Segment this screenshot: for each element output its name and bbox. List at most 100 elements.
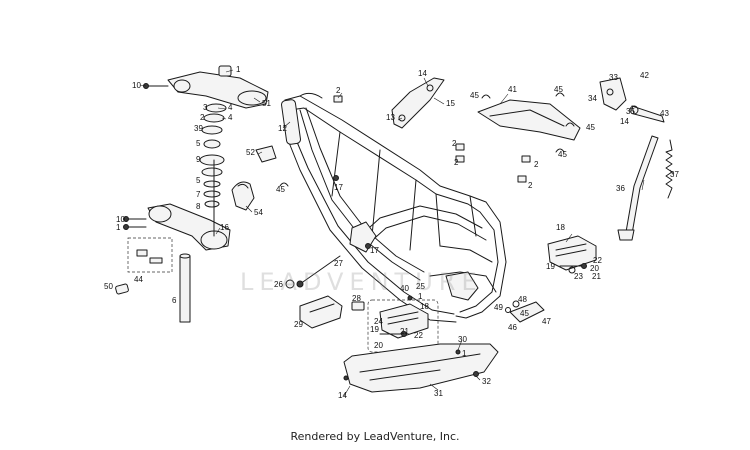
callout-45f: 45 bbox=[520, 309, 529, 318]
callout-21a: 21 bbox=[592, 272, 601, 281]
callout-16: 16 bbox=[220, 223, 229, 232]
callout-45c: 45 bbox=[554, 85, 563, 94]
callout-1c: 1 bbox=[462, 349, 467, 358]
right-footpeg[interactable] bbox=[547, 235, 597, 271]
callout-35: 35 bbox=[626, 107, 635, 116]
side-stand[interactable] bbox=[617, 135, 659, 241]
side-stand-spring[interactable] bbox=[665, 139, 673, 199]
callout-1b: 1 bbox=[418, 292, 423, 301]
fork-tube[interactable] bbox=[179, 253, 191, 323]
main-frame[interactable] bbox=[281, 92, 507, 323]
callout-34: 34 bbox=[588, 94, 597, 103]
callout-5: 5 bbox=[196, 139, 201, 148]
callout-45a: 45 bbox=[276, 185, 285, 194]
callout-20a: 20 bbox=[590, 264, 599, 273]
callout-1: 1 bbox=[236, 65, 241, 74]
cable-guide-bracket-group[interactable] bbox=[127, 237, 173, 273]
callout-7: 7 bbox=[196, 190, 201, 199]
callout-51: 51 bbox=[262, 99, 271, 108]
fender-bracket[interactable] bbox=[255, 145, 277, 163]
steering-stem-parts[interactable] bbox=[199, 103, 227, 208]
frame-hardware[interactable] bbox=[333, 95, 531, 301]
callout-49: 49 bbox=[494, 303, 503, 312]
swingarm-bushing[interactable] bbox=[285, 279, 295, 289]
sidestand-bracket[interactable] bbox=[599, 77, 627, 111]
clamp-bolt-lower[interactable] bbox=[123, 216, 147, 230]
callout-36: 36 bbox=[616, 184, 625, 193]
clamp-bolt-upper[interactable] bbox=[143, 83, 169, 89]
callout-2: 2 bbox=[200, 113, 205, 122]
callout-48: 48 bbox=[518, 295, 527, 304]
callout-33: 33 bbox=[609, 73, 618, 82]
footpeg-clip-right[interactable] bbox=[568, 266, 576, 274]
headlight-bracket[interactable] bbox=[231, 181, 255, 211]
small-clip[interactable] bbox=[115, 283, 129, 295]
callout-41: 41 bbox=[508, 85, 517, 94]
rear-fender-clips[interactable] bbox=[279, 92, 575, 187]
callout-13: 13 bbox=[386, 113, 395, 122]
callout-31: 31 bbox=[434, 389, 443, 398]
callout-8: 8 bbox=[196, 202, 201, 211]
callout-45d: 45 bbox=[586, 123, 595, 132]
left-footpeg[interactable] bbox=[379, 303, 429, 339]
callout-2b: 2 bbox=[452, 139, 457, 148]
footpeg-group-outline bbox=[367, 299, 439, 353]
callout-19b: 19 bbox=[370, 325, 379, 334]
callout-39: 39 bbox=[194, 124, 203, 133]
callout-22b: 22 bbox=[414, 331, 423, 340]
callout-12: 12 bbox=[278, 124, 287, 133]
callout-28: 28 bbox=[352, 294, 361, 303]
callout-30: 30 bbox=[458, 335, 467, 344]
handlebar-mount-cap[interactable] bbox=[218, 65, 232, 77]
callout-14c: 14 bbox=[338, 391, 347, 400]
footpeg-pin-right[interactable] bbox=[559, 263, 587, 269]
callout-9: 9 bbox=[196, 155, 201, 164]
callout-40: 40 bbox=[400, 284, 409, 293]
callout-18a: 18 bbox=[556, 223, 565, 232]
callout-15: 15 bbox=[446, 99, 455, 108]
callout-17a: 17 bbox=[334, 183, 343, 192]
chain-guide-block[interactable] bbox=[299, 295, 343, 329]
callout-2c: 2 bbox=[454, 158, 459, 167]
spring-hook[interactable] bbox=[629, 105, 665, 123]
callout-50: 50 bbox=[104, 282, 113, 291]
callout-5b: 5 bbox=[196, 176, 201, 185]
callout-4: 4 bbox=[228, 103, 233, 112]
chain-slider[interactable] bbox=[505, 300, 545, 323]
callout-2a: 2 bbox=[336, 86, 341, 95]
watermark-text: LEADVENTURE bbox=[240, 268, 483, 296]
callout-21b: 21 bbox=[400, 327, 409, 336]
callout-2e: 2 bbox=[528, 181, 533, 190]
callout-37: 37 bbox=[670, 170, 679, 179]
footpeg-pin-left[interactable] bbox=[379, 331, 407, 337]
callout-11: 1 bbox=[116, 223, 121, 232]
leader-lines bbox=[139, 69, 675, 397]
callout-4b: 4 bbox=[228, 113, 233, 122]
callout-10: 10 bbox=[132, 81, 141, 90]
callout-42: 42 bbox=[640, 71, 649, 80]
swingarm-pivot-bolt[interactable] bbox=[296, 255, 341, 288]
frame-guard-plate[interactable] bbox=[477, 99, 581, 141]
rendered-by-footer: Rendered by LeadVenture, Inc. bbox=[290, 430, 460, 443]
callout-25: 25 bbox=[416, 282, 425, 291]
callout-14a: 14 bbox=[418, 69, 427, 78]
callout-54: 54 bbox=[254, 208, 263, 217]
number-plate-bracket[interactable] bbox=[391, 77, 445, 129]
callout-32: 32 bbox=[482, 377, 491, 386]
callout-29: 29 bbox=[294, 320, 303, 329]
callout-6: 6 bbox=[172, 296, 177, 305]
callout-26: 26 bbox=[274, 280, 283, 289]
chain-guide-washer[interactable] bbox=[351, 301, 365, 311]
callout-2d: 2 bbox=[534, 160, 539, 169]
callout-27: 27 bbox=[334, 259, 343, 268]
upper-triple-clamp[interactable] bbox=[167, 71, 269, 109]
callout-23a: 23 bbox=[574, 272, 583, 281]
callout-18b: 18 bbox=[420, 302, 429, 311]
callout-45e: 45 bbox=[558, 150, 567, 159]
callout-45b: 45 bbox=[470, 91, 479, 100]
callout-20b: 20 bbox=[374, 341, 383, 350]
lower-triple-clamp[interactable] bbox=[147, 159, 231, 251]
callout-14b: 14 bbox=[620, 117, 629, 126]
skid-plate[interactable] bbox=[343, 343, 499, 393]
callout-46: 46 bbox=[508, 323, 517, 332]
